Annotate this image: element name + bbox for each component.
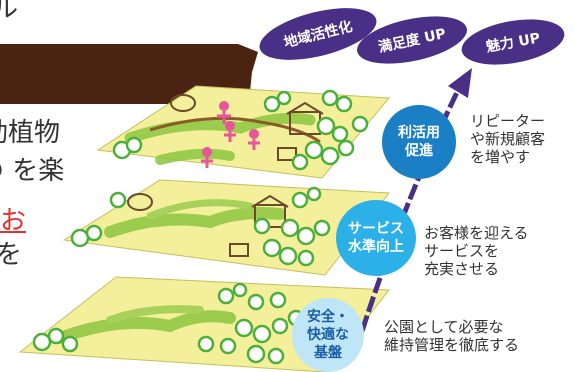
level-desc-top-line-1: リピーター (470, 112, 546, 130)
level-desc-bottom: 公園として必要な 維持管理を徹底する (384, 318, 519, 354)
level-circle-top-line-2: 促進 (405, 143, 433, 159)
level-circle-bottom-line-2: 快適な (307, 327, 349, 343)
level-circle-middle: サービス 水準向上 (336, 200, 416, 276)
level-circle-middle-line-1: サービス (348, 221, 404, 237)
level-desc-top-line-2: や新規顧客 (470, 130, 546, 148)
level-circle-bottom-line-3: 基盤 (314, 345, 342, 361)
level-desc-top: リピーター や新規顧客 を増やす (470, 112, 545, 166)
trees (32, 89, 369, 365)
level-desc-middle: お客様を迎える サービスを 充実させる (424, 224, 529, 278)
left-text-fragment-4: お (0, 206, 27, 236)
level-circle-bottom: 安全・ 快適な 基盤 (292, 298, 364, 372)
level-desc-middle-line-1: お客様を迎える (424, 224, 529, 242)
left-text-fragment-2: 動植物 (0, 118, 61, 148)
badge-3: 魅力 UP (461, 19, 565, 65)
level-circle-top: 利活用 促進 (382, 105, 456, 179)
level-desc-middle-line-2: サービスを (424, 242, 500, 260)
left-text-fragment-3: の を楽 (0, 156, 65, 186)
left-text-fragment-5: を (0, 240, 23, 270)
badge-1: 地域活性化 (259, 8, 377, 60)
level-circle-bottom-line-1: 安全・ (307, 309, 349, 325)
left-text-fragment-1: ル (0, 0, 19, 24)
level-desc-top-line-3: を増やす (470, 148, 531, 166)
level-desc-middle-line-3: 充実させる (424, 260, 500, 278)
badge-2: 満足度 UP (357, 16, 467, 64)
level-desc-bottom-line-1: 公園として必要な (384, 318, 504, 336)
level-circle-middle-line-2: 水準向上 (348, 239, 404, 255)
level-circle-top-line-1: 利活用 (398, 125, 440, 141)
level-desc-bottom-line-2: 維持管理を徹底する (384, 336, 520, 354)
arrow-head (448, 68, 472, 98)
